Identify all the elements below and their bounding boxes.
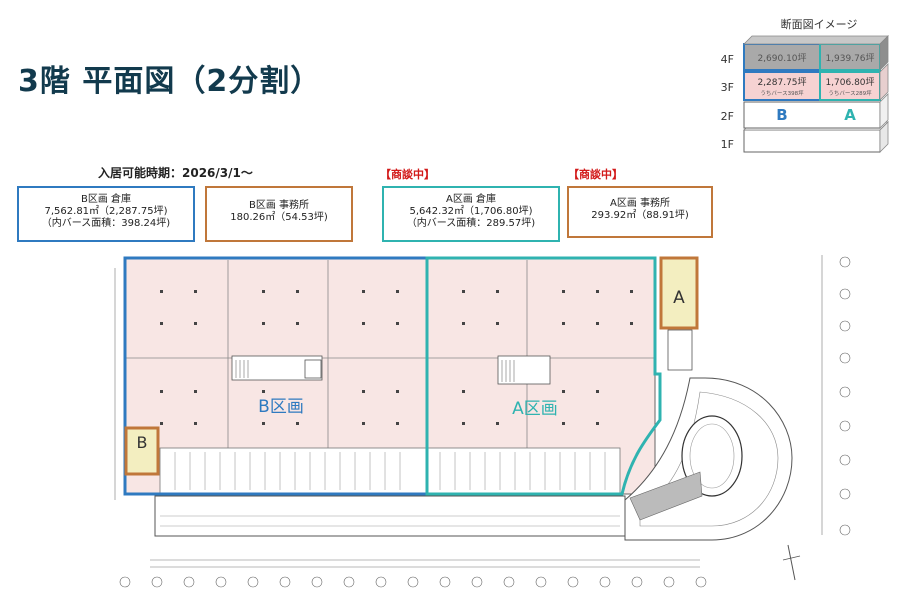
section-4f-b-value: 2,690.10坪 [757, 53, 806, 64]
office-a-box [659, 256, 699, 330]
section-diagram: 2,690.10坪 1,939.76坪 2,287.75坪 1,706.80坪 … [743, 35, 889, 153]
info-line: 7,562.81㎡（2,287.75坪) [44, 206, 168, 217]
floor-label-2f: 2F [720, 110, 734, 123]
zone-a-label: A区画 [512, 399, 558, 419]
info-box-b-office: B区画 事務所 180.26㎡（54.53坪) [205, 186, 353, 242]
office-b-label: B [137, 433, 148, 452]
page-title: 3階 平面図（2分割） [18, 64, 322, 99]
floor-plan: B区画 A区画 A B [114, 255, 851, 588]
info-line: （内バース面積：289.57坪) [406, 218, 536, 229]
info-box-b-warehouse: B区画 倉庫 7,562.81㎡（2,287.75坪) （内バース面積：398.… [17, 186, 195, 242]
info-line: B区画 倉庫 [80, 194, 132, 205]
section-3f-a-value: 1,706.80坪 [825, 77, 874, 88]
office-b-box [124, 426, 160, 476]
negotiation-label-a-office: 【商談中】 [568, 168, 623, 181]
info-line: 293.92㎡（88.91坪) [591, 210, 689, 221]
info-box-a-warehouse: A区画 倉庫 5,642.32㎡（1,706.80坪) （内バース面積：289.… [382, 186, 560, 242]
info-line: 5,642.32㎡（1,706.80坪) [409, 206, 533, 217]
info-line: 180.26㎡（54.53坪) [230, 212, 328, 223]
section-3f-b-value: 2,287.75坪 [757, 77, 806, 88]
floor-label-3f: 3F [720, 81, 734, 94]
info-box-a-office: A区画 事務所 293.92㎡（88.91坪) [567, 186, 713, 238]
info-line: B区画 事務所 [248, 200, 310, 211]
section-4f-a-value: 1,939.76坪 [825, 53, 874, 64]
zone-a-outline [425, 256, 662, 496]
availability-text: 入居可能時期：2026/3/1～ [98, 166, 253, 180]
section-title: 断面図イメージ [780, 18, 858, 31]
office-a-label: A [673, 288, 685, 308]
negotiation-label-a-warehouse: 【商談中】 [380, 168, 435, 181]
section-3f-b-sub: うちバース398坪 [760, 89, 804, 97]
section-3f-a-sub: うちバース289坪 [828, 89, 872, 97]
info-line: A区画 倉庫 [445, 194, 497, 205]
zone-b-label: B区画 [258, 397, 304, 417]
info-line: A区画 事務所 [609, 198, 671, 209]
section-label-a: A [844, 106, 856, 124]
floor-label-4f: 4F [720, 53, 734, 66]
section-label-b: B [776, 106, 787, 124]
floor-label-1f: 1F [720, 138, 734, 151]
info-line: （内バース面積：398.24坪) [41, 218, 171, 229]
